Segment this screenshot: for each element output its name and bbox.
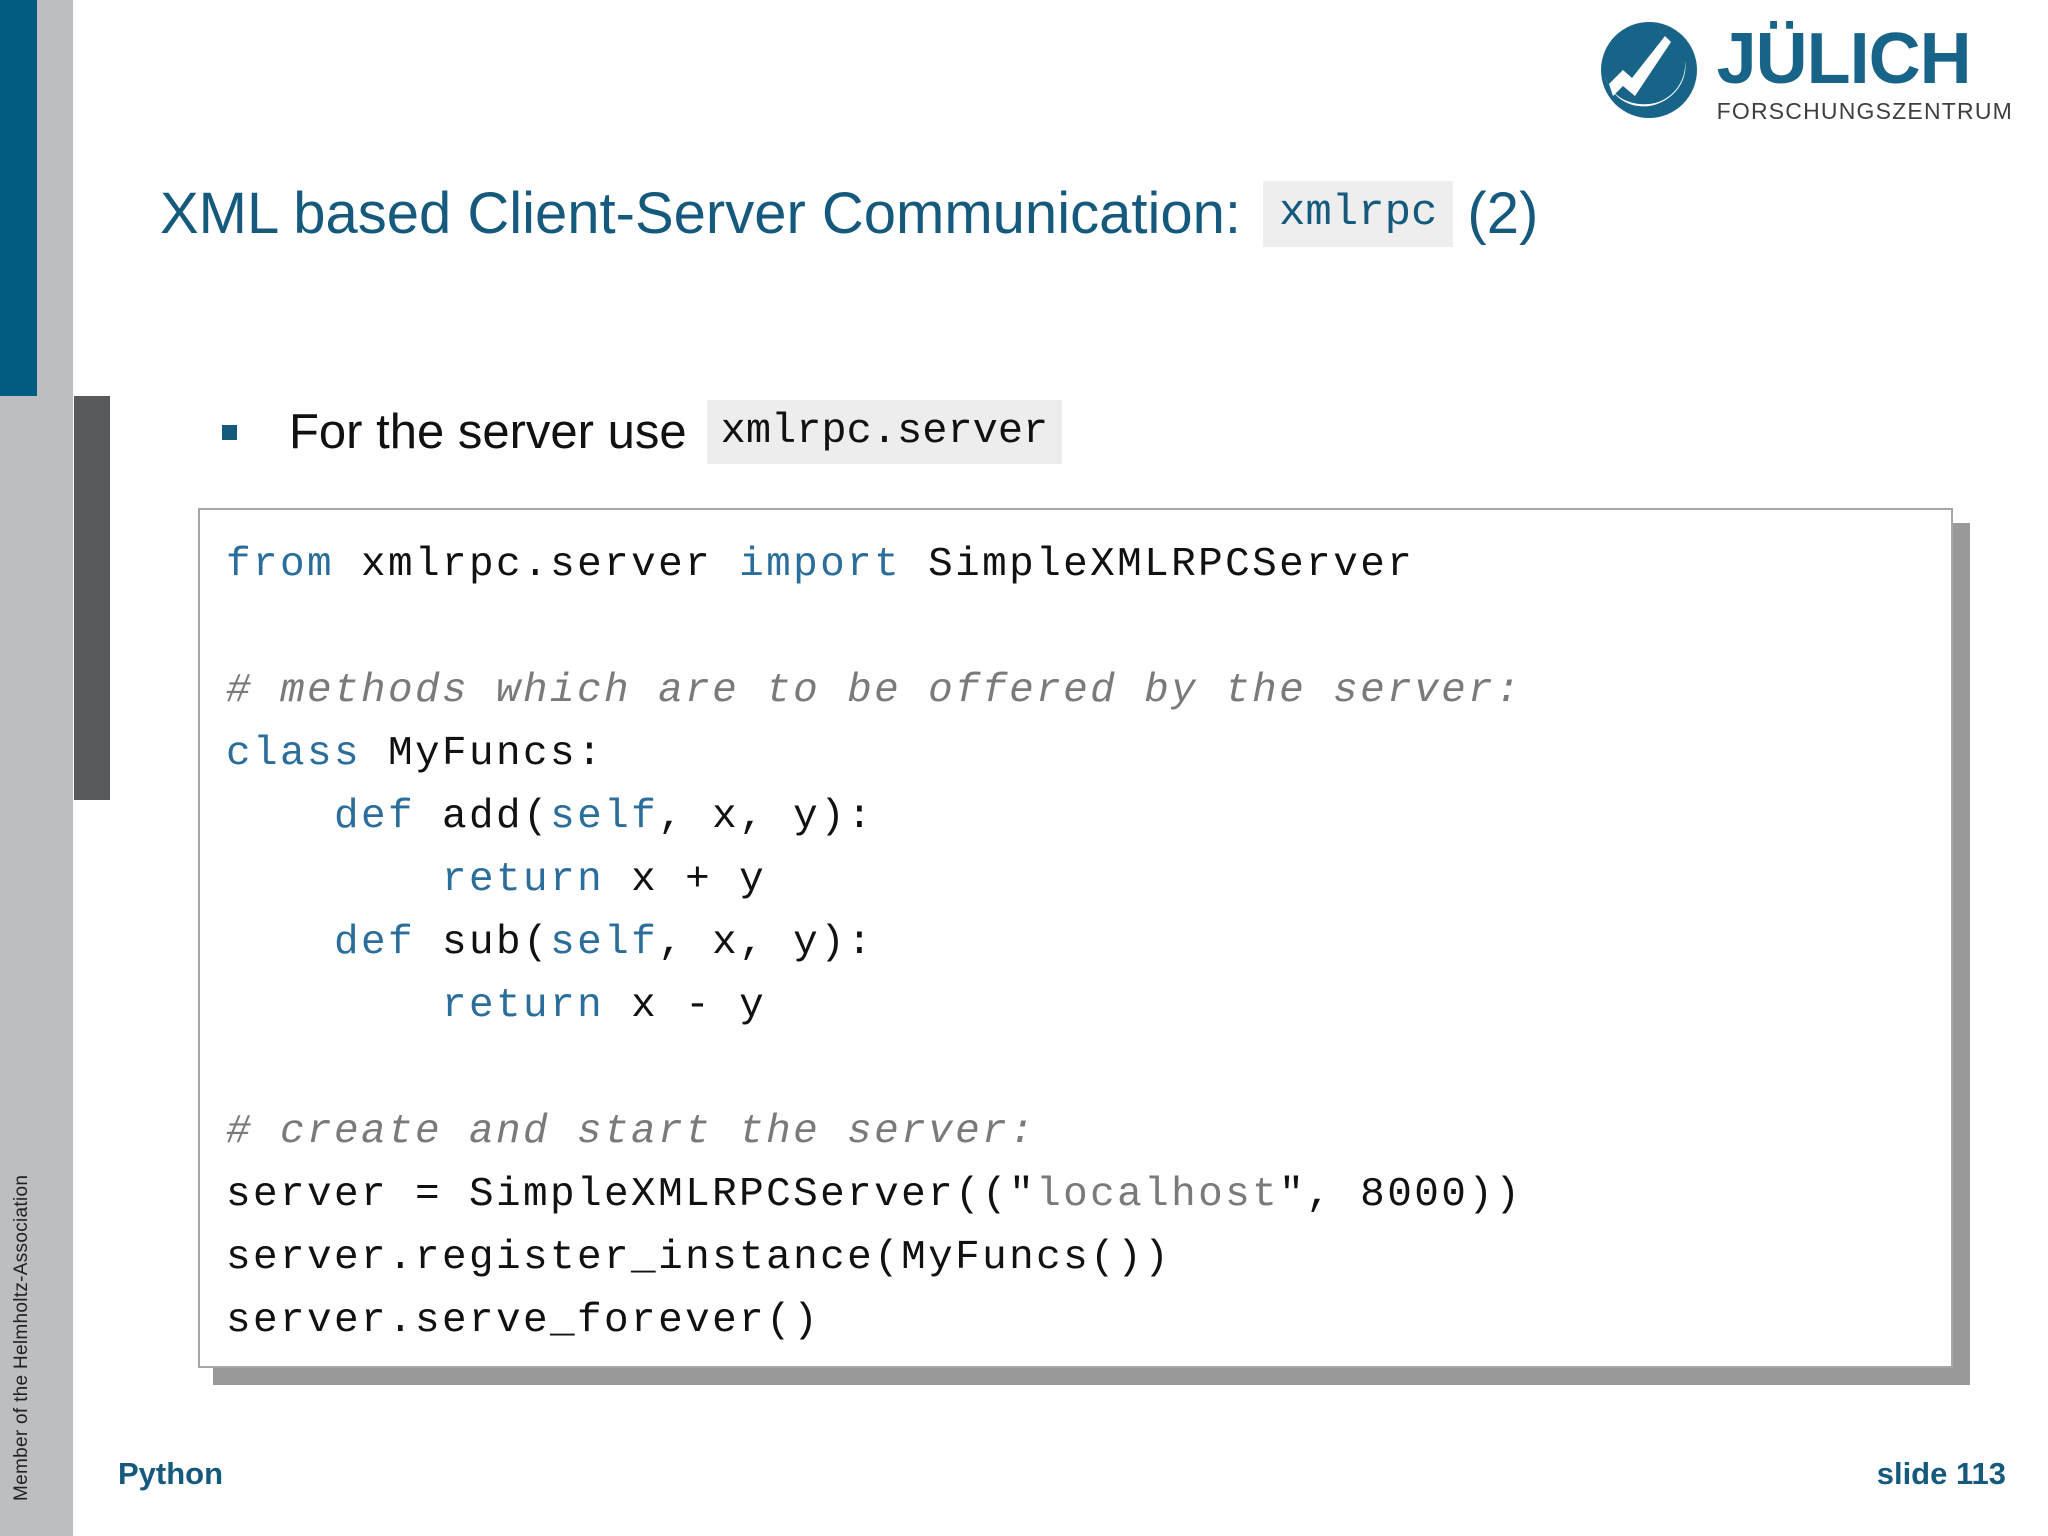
code-token: server.register_instance(MyFuncs()): [226, 1235, 1172, 1281]
code-token: MyFuncs:: [361, 731, 605, 777]
code-line: return x + y: [226, 849, 1522, 912]
page-title-text: XML based Client-Server Communication:: [160, 180, 1241, 246]
julich-wordmark: JÜLICH: [1716, 19, 1972, 99]
bullet-item-label: For the server use: [289, 405, 687, 459]
code-line: [226, 1038, 1522, 1101]
sidebar-dark-block: [74, 396, 110, 800]
code-line: from xmlrpc.server import SimpleXMLRPCSe…: [226, 534, 1522, 597]
code-token: SimpleXMLRPCServer: [901, 542, 1415, 588]
code-token: self: [550, 920, 659, 966]
bullet-item: For the server use xmlrpc.server: [222, 400, 1063, 464]
footer-slide-number: slide 113: [1876, 1456, 2006, 1491]
code-token: x + y: [604, 857, 767, 903]
page-title: XML based Client-Server Communication: x…: [160, 180, 1538, 247]
code-token: import: [739, 542, 902, 588]
code-token: server = SimpleXMLRPCServer((": [226, 1172, 1037, 1218]
code-token: ", 8000)): [1279, 1172, 1523, 1218]
code-token: [226, 920, 334, 966]
sidebar-left-strip: [0, 0, 37, 1536]
code-token: , x, y):: [658, 794, 875, 840]
sidebar-grey-block: [0, 396, 37, 1536]
code-line: def sub(self, x, y):: [226, 912, 1522, 975]
code-token: add(: [415, 794, 551, 840]
code-token: from: [226, 542, 335, 588]
code-token: [226, 794, 334, 840]
julich-logo: JÜLICH FORSCHUNGSZENTRUM: [1599, 20, 2013, 125]
code-line: return x - y: [226, 975, 1522, 1038]
julich-logo-icon: [1600, 22, 1697, 118]
code-token: server.serve_forever(): [226, 1298, 821, 1344]
bullet-square-icon: [222, 424, 237, 440]
code-listing: from xmlrpc.server import SimpleXMLRPCSe…: [226, 534, 1522, 1353]
title-code-badge: xmlrpc: [1262, 180, 1454, 247]
code-line: class MyFuncs:: [226, 723, 1522, 786]
page-title-part-number: (2): [1467, 181, 1539, 246]
code-token: xmlrpc.server: [334, 542, 740, 588]
sidebar-right-strip: [37, 0, 110, 1536]
code-line: # create and start the server:: [226, 1101, 1522, 1164]
code-token: sub(: [415, 920, 551, 966]
code-line: def add(self, x, y):: [226, 786, 1522, 849]
code-line: server.register_instance(MyFuncs()): [226, 1227, 1522, 1290]
code-token: localhost: [1036, 1172, 1280, 1218]
code-token: def: [334, 794, 416, 840]
code-token: x - y: [604, 983, 767, 1029]
code-token: # create and start the server:: [226, 1109, 1037, 1155]
sidebar-blue-block: [0, 0, 37, 396]
code-line: server.serve_forever(): [226, 1290, 1522, 1353]
julich-subtitle: FORSCHUNGSZENTRUM: [1716, 98, 2013, 125]
code-token: return: [442, 857, 605, 903]
julich-logo-text: JÜLICH FORSCHUNGSZENTRUM: [1717, 20, 2013, 125]
code-token: return: [442, 983, 605, 1029]
helmholtz-membership-label: Member of the Helmholtz-Association: [11, 1174, 32, 1501]
code-line: server = SimpleXMLRPCServer(("localhost"…: [226, 1164, 1522, 1227]
code-line: # methods which are to be offered by the…: [226, 660, 1522, 723]
code-block: from xmlrpc.server import SimpleXMLRPCSe…: [198, 508, 1953, 1368]
code-line: [226, 597, 1522, 660]
code-token: class: [226, 731, 362, 777]
bullet-code-badge: xmlrpc.server: [706, 400, 1063, 464]
code-token: [226, 983, 442, 1029]
footer-course-label: Python: [118, 1456, 224, 1491]
code-token: self: [550, 794, 659, 840]
code-token: [226, 857, 442, 903]
code-token: , x, y):: [658, 920, 875, 966]
code-token: # methods which are to be offered by the…: [226, 668, 1523, 714]
code-token: def: [334, 920, 416, 966]
